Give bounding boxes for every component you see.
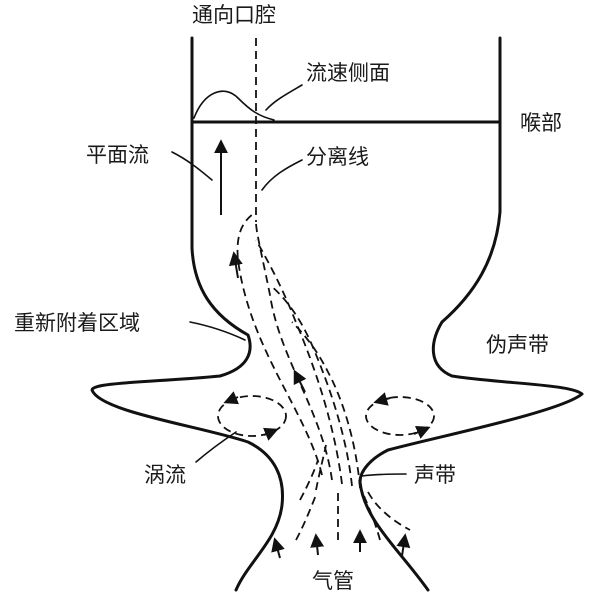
label-velocity-profile: 流速侧面 [306, 61, 390, 85]
streamline-4 [269, 284, 353, 487]
vortex-pointer [195, 431, 237, 463]
label-vocal-folds: 声带 [414, 463, 456, 487]
jet-arrow-upper [228, 251, 243, 279]
trachea-arrow-2 [310, 533, 325, 556]
vocal-folds-pointer [361, 473, 407, 477]
label-trachea: 气管 [312, 569, 354, 593]
streamline-6 [315, 444, 327, 491]
jet-arrow-middle [293, 369, 307, 393]
label-false-vocal-folds: 伪声带 [486, 333, 549, 357]
streamline-8 [299, 459, 319, 501]
trachea-arrow-4 [396, 533, 411, 557]
trachea-stream-1 [295, 494, 317, 541]
trachea-stream-3 [363, 495, 381, 541]
label-separation-line: 分离线 [306, 145, 369, 169]
left-vortex [217, 395, 287, 437]
label-plane-flow: 平面流 [86, 143, 149, 167]
velocity-profile-curve [193, 90, 275, 121]
separation-line-pointer [261, 159, 303, 191]
left-vortex-arrow-bottom [262, 427, 279, 441]
plane-flow-pointer [171, 151, 213, 181]
label-larynx: 喉部 [520, 111, 562, 135]
reattachment-pointer [189, 321, 246, 341]
streamline-1 [236, 211, 323, 476]
label-to-mouth: 通向口腔 [192, 3, 276, 27]
label-reattachment-zone: 重新附着区域 [14, 311, 140, 335]
streamline-5 [291, 321, 361, 489]
streamline-2 [255, 221, 333, 481]
velocity-profile-pointer [265, 84, 303, 111]
right-vortex-arrow-top [373, 392, 391, 406]
left-vortex-arrow-top [223, 391, 240, 405]
streamline-3 [255, 239, 343, 485]
trachea-arrow-1 [271, 537, 285, 559]
right-vortex [365, 396, 435, 436]
right-vortex-arrow-bottom [413, 425, 431, 439]
streamline-7 [367, 491, 411, 531]
label-vortex: 涡流 [144, 463, 186, 487]
left-tract-wall [90, 36, 285, 592]
